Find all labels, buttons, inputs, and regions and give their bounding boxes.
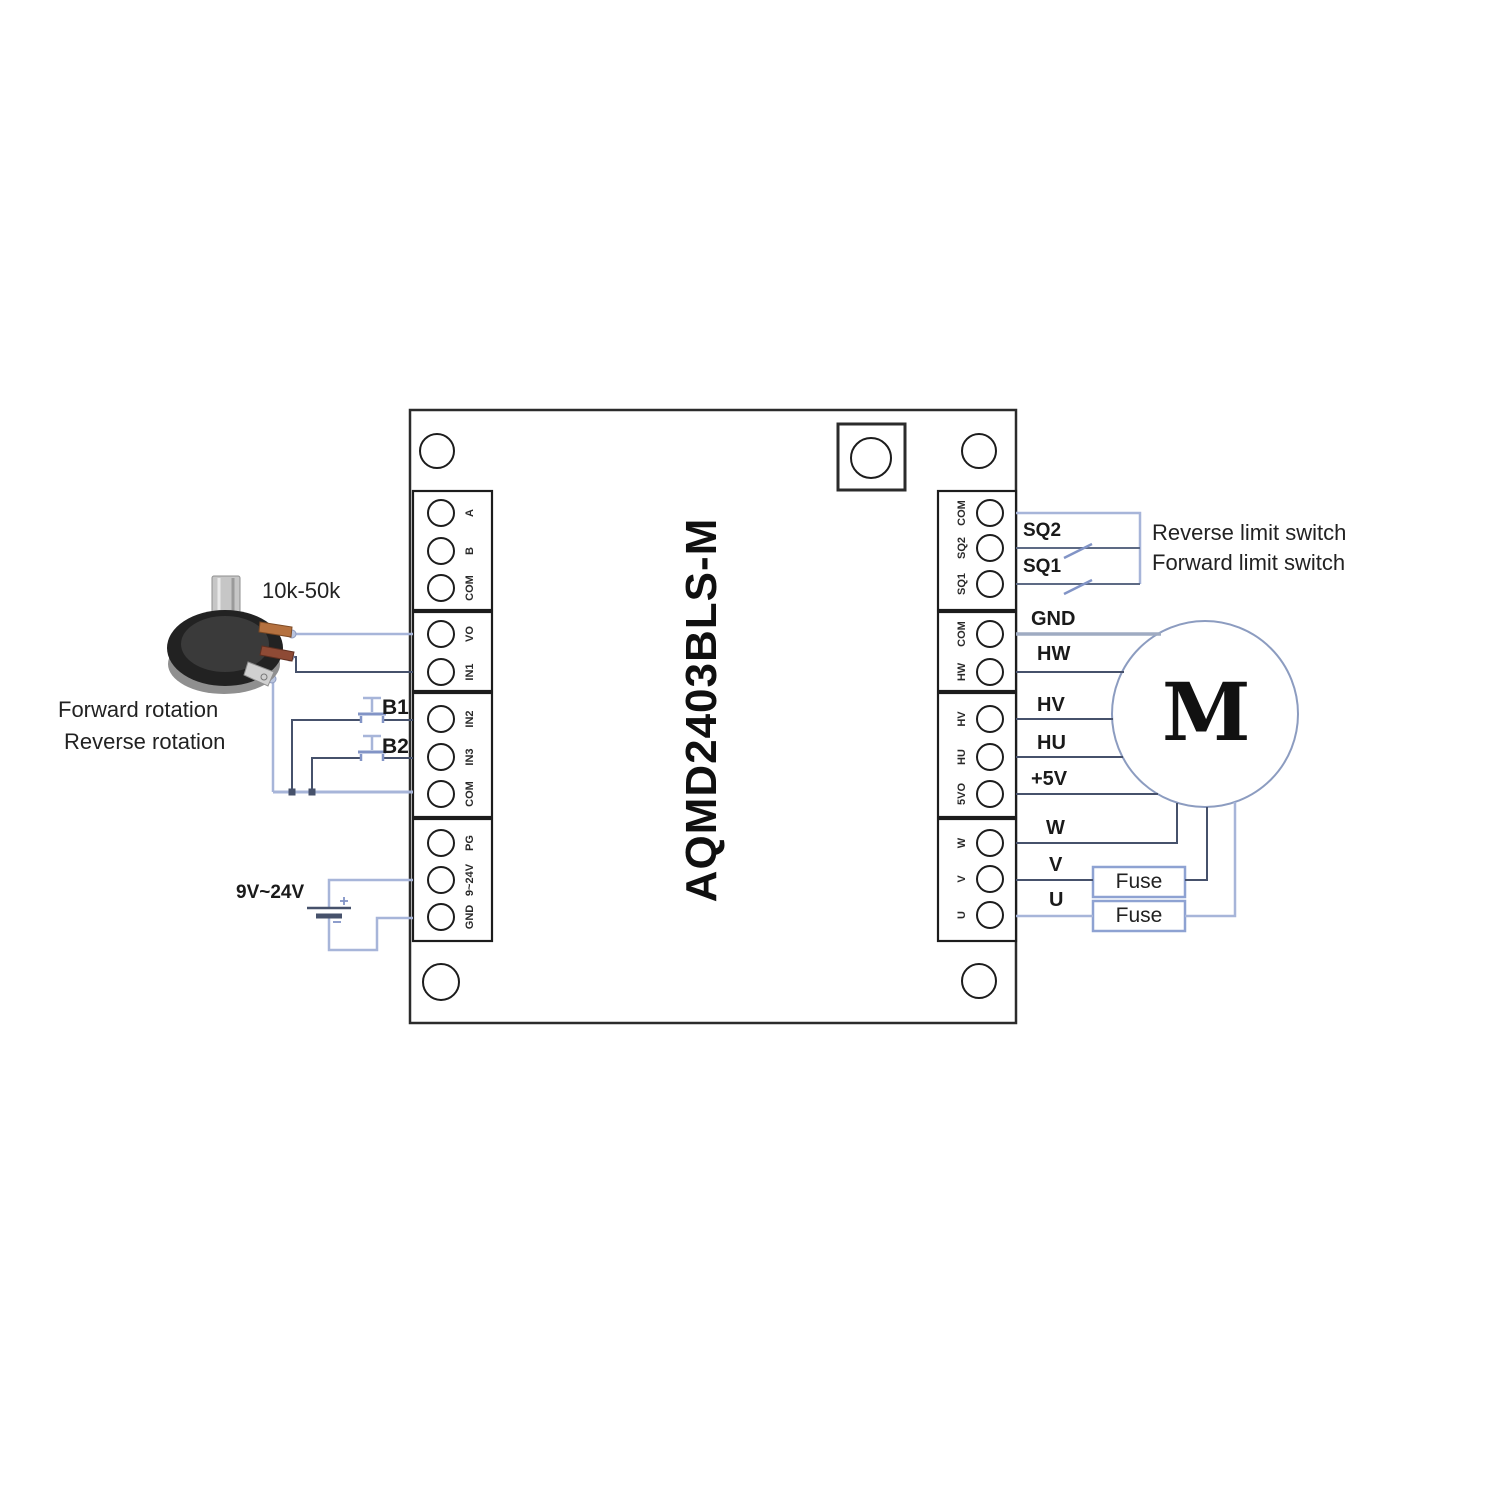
plus5v-label: +5V (1031, 768, 1068, 790)
terminal-COM-in (427, 780, 455, 808)
b2-contacts (359, 754, 385, 761)
terminal-HU (976, 743, 1004, 771)
wire-limit-common (1016, 511, 1142, 584)
terminal-HW (976, 658, 1004, 686)
wire-b2-left (311, 757, 361, 792)
fuse-v-label: Fuse (1115, 870, 1163, 893)
wires-light (271, 511, 1237, 952)
terminal-U (976, 901, 1004, 929)
terminal-HV (976, 705, 1004, 733)
terminal-COM-hall (976, 620, 1004, 648)
forward-limit-label: Forward limit switch (1152, 550, 1346, 575)
terminal-SQ1 (976, 570, 1004, 598)
terminal-V (976, 865, 1004, 893)
supply-voltage-label: 9V~24V (236, 882, 305, 903)
terminal-SQ2 (976, 534, 1004, 562)
reverse-limit-label: Reverse limit switch (1152, 520, 1347, 545)
button-b1-label: B1 (382, 696, 409, 719)
motor-symbol: M (1162, 665, 1251, 759)
sq2-label: SQ2 (1023, 520, 1062, 541)
pin-label-U: U (956, 911, 968, 919)
b2-actuator (363, 734, 381, 750)
forward-limit-switch-symbol (1063, 578, 1093, 596)
pot-lug-1 (258, 621, 293, 638)
limit-switches (1016, 542, 1140, 596)
pot-lug-2 (259, 645, 295, 662)
terminal-COM-enc (427, 574, 455, 602)
sq1-label: SQ1 (1023, 556, 1062, 577)
fuse-box-v (1091, 865, 1187, 899)
terminal-B (427, 537, 455, 565)
terminal-IN2 (427, 705, 455, 733)
mounting-holes (419, 433, 997, 1001)
fuse-u-label: Fuse (1115, 904, 1163, 927)
terminal-VO (427, 620, 455, 648)
terminal-IN1 (427, 658, 455, 686)
wire-fuse-to-motor-v (1185, 807, 1208, 881)
junction-dot-b2 (308, 788, 316, 796)
left-terminal-circles (427, 499, 455, 931)
wire-b1-left (291, 719, 361, 792)
u-label: U (1049, 889, 1064, 911)
terminal-9-24V (427, 866, 455, 894)
hw-label: HW (1037, 643, 1071, 665)
button-b2-label: B2 (382, 735, 409, 758)
mounting-hole-top-left (419, 433, 455, 469)
gnd-label: GND (1031, 608, 1076, 630)
board-outline (408, 408, 1018, 1025)
mounting-hole-top-right (961, 433, 997, 469)
b1-actuator (363, 696, 381, 712)
pin-label-GND-pwr: GND (464, 904, 476, 930)
reverse-limit-switch-symbol (1063, 542, 1093, 560)
wire-pot-to-in1 (286, 656, 413, 673)
battery-symbol (307, 897, 351, 923)
wire-w (1016, 803, 1178, 844)
push-button-b2 (358, 734, 386, 761)
right-terminal-circles (976, 499, 1004, 929)
pot-lug-hole (260, 673, 268, 681)
reverse-rotation-label: Reverse rotation (64, 729, 226, 754)
motor-circle (1111, 620, 1299, 808)
terminal-PG (427, 829, 455, 857)
mounting-hole-bottom-right (961, 963, 997, 999)
terminal-COM-limit (976, 499, 1004, 527)
hv-label: HV (1037, 694, 1065, 716)
potentiometer-image (167, 575, 297, 694)
terminal-IN3 (427, 743, 455, 771)
wires-dark (286, 656, 1208, 881)
b1-contacts (359, 716, 385, 723)
hu-label: HU (1037, 732, 1066, 754)
terminal-A (427, 499, 455, 527)
pot-value-label: 10k-50k (262, 578, 341, 603)
forward-rotation-label: Forward rotation (58, 697, 219, 722)
push-button-b1 (358, 696, 386, 723)
w-label: W (1046, 817, 1065, 839)
wire-battery-negative (327, 916, 413, 952)
wire-fuse-to-motor-u (1185, 802, 1237, 918)
board-title: AQMD2403BLS-M (677, 517, 726, 903)
pot-lug-3 (243, 661, 275, 687)
top-connector-hole (850, 437, 892, 479)
junction-dot-b1 (288, 788, 296, 796)
terminal-block-hall-a (936, 610, 1018, 693)
v-label: V (1049, 854, 1063, 876)
wire-battery-positive (327, 878, 413, 908)
mounting-hole-bottom-left (422, 963, 460, 1001)
pot-body-top (181, 616, 269, 672)
terminal-GND-pwr (427, 903, 455, 931)
terminal-5VO (976, 780, 1004, 808)
battery-plus-mark (340, 897, 348, 905)
terminal-W (976, 829, 1004, 857)
